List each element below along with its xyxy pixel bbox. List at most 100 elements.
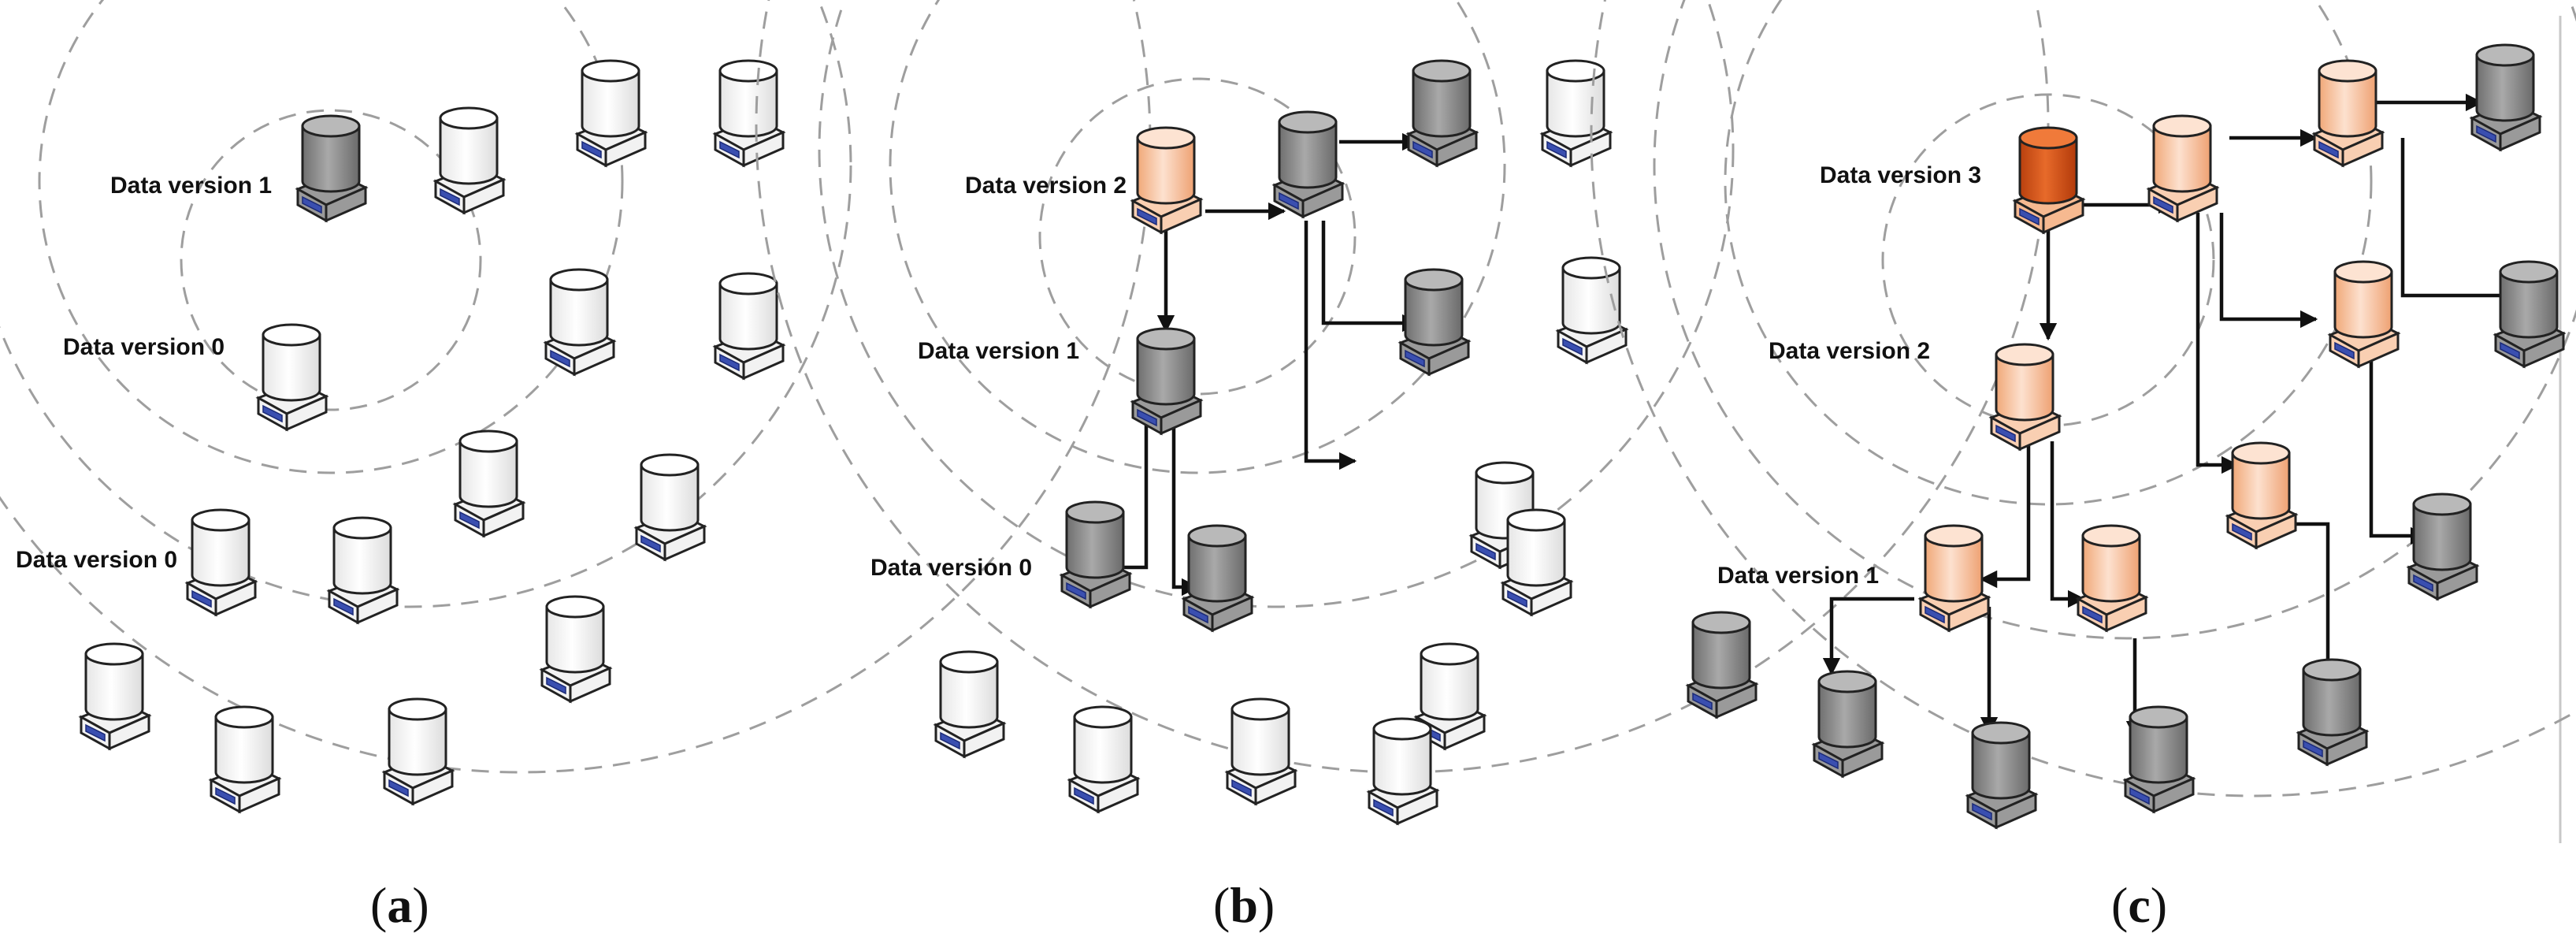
server-base-side (462, 177, 505, 215)
database-server-icon (1224, 697, 1298, 806)
server-panel (2019, 207, 2040, 226)
server-panel (1405, 349, 1425, 368)
server-panel (546, 676, 566, 695)
server-base-side (1427, 339, 1470, 377)
server-panel (1475, 542, 1496, 561)
panel-caption: (c) (2111, 877, 2167, 933)
database-server-icon (2225, 441, 2299, 550)
server-panel (1137, 207, 1157, 226)
database-server-icon (933, 650, 1007, 759)
db-cylinder-body (191, 519, 251, 587)
server-base-side (663, 524, 706, 562)
server-base-side (1160, 398, 1202, 436)
db-cylinder-body (2152, 125, 2212, 193)
server-base-side (742, 130, 785, 168)
server-panel (2303, 739, 2323, 758)
db-cylinder-body (2302, 668, 2362, 737)
db-cylinder-body (718, 282, 778, 351)
db-cylinder-top (2152, 114, 2212, 138)
server-panel (1412, 140, 1433, 159)
server-base-side (285, 394, 328, 432)
db-cylinder-top (1561, 256, 1621, 280)
db-cylinder-top (332, 516, 392, 540)
server-panel (1546, 140, 1567, 159)
arrow-icon (2050, 441, 2086, 608)
db-cylinder-body (2129, 716, 2188, 784)
db-cylinder-body (439, 117, 499, 185)
ring-middle (38, 0, 624, 474)
db-cylinder-top (1230, 697, 1290, 721)
database-server-icon (574, 59, 648, 168)
server-panel (2413, 574, 2433, 593)
server-panel (262, 404, 283, 423)
server-panel (2232, 522, 2252, 541)
server-base-side (2018, 414, 2061, 452)
caption-letter: c (2128, 877, 2150, 933)
version-label: Data version 1 (110, 173, 272, 199)
database-server-icon (2296, 658, 2370, 767)
server-panel (85, 723, 106, 742)
ring-outer (0, 0, 852, 608)
database-server-icon (1067, 705, 1141, 814)
database-server-icon (1539, 59, 1613, 168)
db-cylinder-top (1817, 670, 1877, 693)
db-cylinder-body (1506, 519, 1566, 587)
server-panel (388, 779, 409, 797)
version-label: Data version 0 (16, 547, 177, 573)
server-panel (1562, 337, 1583, 356)
db-cylinder-top (1136, 327, 1196, 351)
arrow-icon (1822, 597, 1914, 676)
database-server-icon (1181, 524, 1255, 633)
database-server-icon (633, 453, 707, 562)
db-cylinder-top (1404, 268, 1464, 292)
database-server-icon (1917, 524, 1991, 633)
arrow-icon (1321, 221, 1420, 333)
version-label: Data version 0 (870, 555, 1032, 581)
server-base-side (2522, 331, 2565, 369)
db-cylinder-body (1412, 69, 1472, 138)
db-cylinder-body (2231, 452, 2291, 520)
db-cylinder-top (1187, 524, 1247, 548)
database-server-icon (2492, 260, 2567, 369)
db-cylinder-body (2333, 270, 2393, 339)
db-cylinder-body (939, 660, 999, 729)
ring-far (755, 0, 2050, 774)
ring-outer (818, 0, 1735, 608)
caption-paren: ( (2111, 877, 2128, 933)
db-cylinder-body (1924, 534, 1984, 603)
server-base-side (2105, 595, 2147, 633)
db-cylinder-top (2018, 126, 2078, 150)
db-cylinder-top (640, 453, 700, 477)
server-base-side (108, 713, 150, 751)
server-base-side (1585, 327, 1628, 365)
server-base-side (963, 721, 1005, 759)
db-cylinder-body (2499, 270, 2559, 339)
ring-inner (180, 109, 482, 411)
db-cylinder-top (262, 323, 321, 347)
server-base-side (1569, 130, 1612, 168)
server-panel (550, 349, 570, 368)
database-server-icon (712, 59, 786, 168)
db-cylinder-body (1230, 708, 1290, 776)
server-panel (1231, 779, 1252, 797)
db-cylinder-top (2081, 524, 2141, 548)
server-base-side (2176, 185, 2218, 223)
db-cylinder-top (1136, 126, 1196, 150)
server-panel (1925, 605, 1945, 624)
db-cylinder-top (439, 106, 499, 130)
server-panel (2334, 341, 2355, 360)
server-base-side (214, 579, 257, 617)
db-cylinder-body (1065, 511, 1125, 579)
db-cylinder-body (301, 125, 361, 193)
db-cylinder-body (1971, 731, 2031, 800)
server-base-side (2357, 331, 2400, 369)
db-cylinder-top (549, 268, 609, 292)
server-base-side (238, 776, 280, 814)
caption-letter: a (387, 877, 412, 933)
db-cylinder-body (214, 716, 274, 784)
caption-paren: ( (1213, 877, 1230, 933)
caption-paren: ) (412, 877, 429, 933)
db-cylinder-top (458, 429, 518, 453)
server-base-side (2255, 512, 2297, 550)
